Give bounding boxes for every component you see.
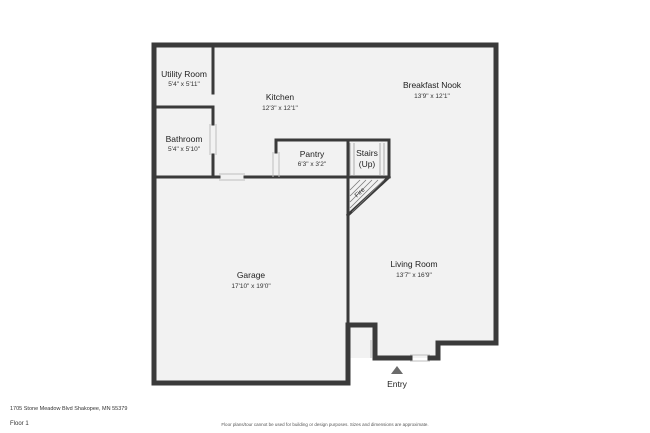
entry-label: Entry (387, 379, 408, 389)
entry-arrow-icon (391, 366, 403, 374)
room-label-kitchen: Kitchen (266, 92, 295, 102)
room-label-utility: Utility Room (161, 69, 207, 79)
room-dims-bathroom: 5'4" x 5'10" (168, 146, 201, 153)
room-label-breakfast-nook: Breakfast Nook (403, 80, 462, 90)
room-dims-stairs: (Up) (359, 159, 376, 169)
room-label-stairs: Stairs (356, 148, 378, 158)
room-label-pantry: Pantry (300, 149, 325, 159)
room-dims-breakfast-nook: 13'9" x 12'1" (414, 93, 450, 100)
floor-area (154, 45, 496, 383)
room-label-bathroom: Bathroom (166, 134, 203, 144)
stair-treads (349, 143, 385, 176)
doors (209, 124, 430, 362)
room-label-living-room: Living Room (390, 259, 437, 269)
room-dims-pantry: 6'3" x 3'2" (298, 161, 327, 168)
room-dims-utility: 5'4" x 5'11" (168, 81, 200, 88)
disclaimer-text: Floor plans/tour cannot be used for buil… (221, 422, 429, 427)
room-dims-living-room: 13'7" x 16'9" (396, 272, 432, 279)
room-dims-garage: 17'10" x 19'0" (231, 283, 271, 290)
fireplace-hatch (349, 179, 385, 213)
room-label-garage: Garage (237, 270, 266, 280)
room-dims-kitchen: 12'3" x 12'1" (262, 105, 298, 112)
floor-label: Floor 1 (10, 421, 29, 427)
property-address: 1705 Stone Meadow Blvd Shakopee, MN 5537… (10, 406, 128, 412)
